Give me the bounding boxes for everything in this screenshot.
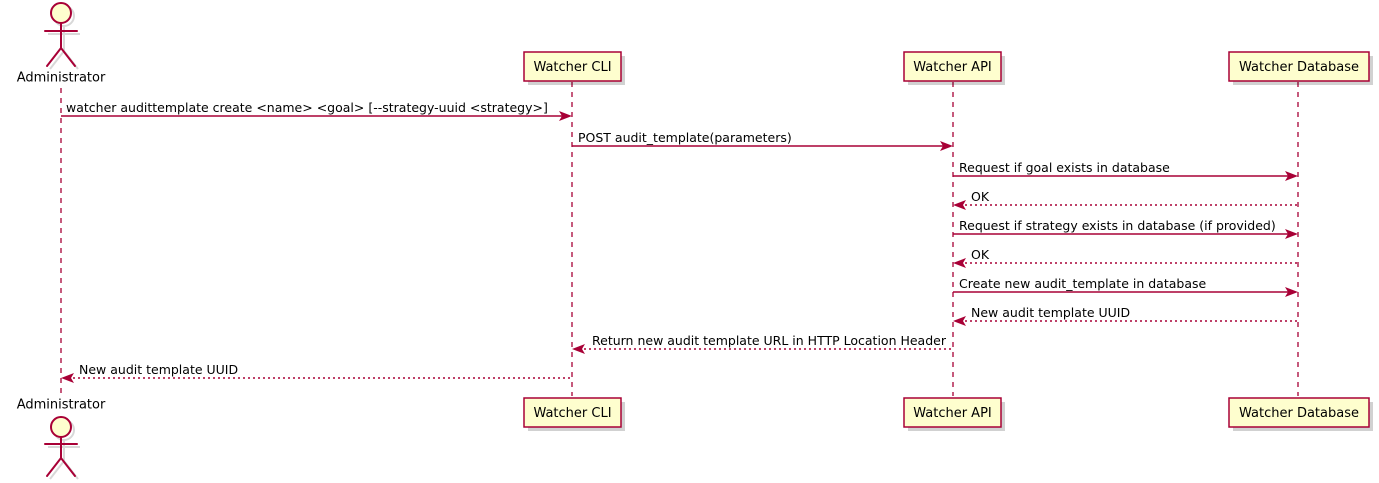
actor-administrator-top[interactable]: Administrator (17, 2, 106, 86)
actor-right-leg-icon (60, 457, 76, 477)
participant-watcher-api-top[interactable]: Watcher API (903, 51, 1005, 85)
message-8[interactable]: Return new audit template URL in HTTP Lo… (572, 333, 953, 354)
participant-label-watcher-api-bottom: Watcher API (913, 406, 992, 421)
message-label-2: Request if goal exists in database (959, 160, 1170, 175)
message-3[interactable]: OK (953, 189, 1298, 210)
message-label-1: POST audit_template(parameters) (578, 130, 792, 145)
actor-administrator-bottom[interactable]: Administrator (17, 398, 106, 480)
participant-watcher-database-top[interactable]: Watcher Database (1228, 51, 1373, 85)
message-5[interactable]: OK (953, 247, 1298, 268)
message-4[interactable]: Request if strategy exists in database (… (953, 218, 1298, 239)
message-label-7: New audit template UUID (971, 305, 1130, 320)
arrow-head-1 (940, 141, 953, 151)
message-0[interactable]: watcher audittemplate create <name> <goa… (61, 100, 572, 121)
participant-label-watcher-api-top: Watcher API (913, 60, 992, 75)
message-2[interactable]: Request if goal exists in database (953, 160, 1298, 181)
participant-watcher-database-bottom[interactable]: Watcher Database (1228, 397, 1373, 431)
message-7[interactable]: New audit template UUID (953, 305, 1298, 326)
participant-label-watcher-database-top: Watcher Database (1239, 60, 1359, 75)
arrow-head-2 (1285, 171, 1298, 181)
actor-head-icon (50, 2, 72, 24)
message-9[interactable]: New audit template UUID (61, 362, 572, 383)
arrow-head-6 (1285, 287, 1298, 297)
actor-label-administrator-top: Administrator (17, 71, 106, 86)
actor-head-icon (50, 416, 72, 438)
message-label-9: New audit template UUID (79, 362, 238, 377)
participant-label-watcher-database-bottom: Watcher Database (1239, 406, 1359, 421)
actor-left-leg-icon (46, 47, 62, 67)
participant-watcher-api-bottom[interactable]: Watcher API (903, 397, 1005, 431)
message-label-5: OK (971, 247, 990, 262)
message-6[interactable]: Create new audit_template in database (953, 276, 1298, 297)
participant-watcher-cli-top[interactable]: Watcher CLI (523, 51, 625, 85)
actor-right-leg-icon (60, 47, 76, 67)
actor-left-leg-icon (46, 457, 62, 477)
message-label-6: Create new audit_template in database (959, 276, 1206, 291)
arrow-head-7 (953, 316, 966, 326)
arrow-head-0 (559, 111, 572, 121)
lifelines-group (60, 82, 1299, 396)
arrow-head-5 (953, 258, 966, 268)
participant-label-watcher-cli-top: Watcher CLI (533, 60, 611, 75)
message-label-0: watcher audittemplate create <name> <goa… (66, 100, 548, 115)
arrow-head-3 (953, 200, 966, 210)
message-label-8: Return new audit template URL in HTTP Lo… (592, 333, 947, 348)
participant-label-watcher-cli-bottom: Watcher CLI (533, 406, 611, 421)
arrow-head-9 (61, 373, 74, 383)
actor-label-administrator-bottom: Administrator (17, 398, 106, 413)
message-label-4: Request if strategy exists in database (… (959, 218, 1276, 233)
message-1[interactable]: POST audit_template(parameters) (572, 130, 953, 151)
arrow-head-8 (572, 344, 585, 354)
arrow-head-4 (1285, 229, 1298, 239)
participant-watcher-cli-bottom[interactable]: Watcher CLI (523, 397, 625, 431)
message-label-3: OK (971, 189, 990, 204)
